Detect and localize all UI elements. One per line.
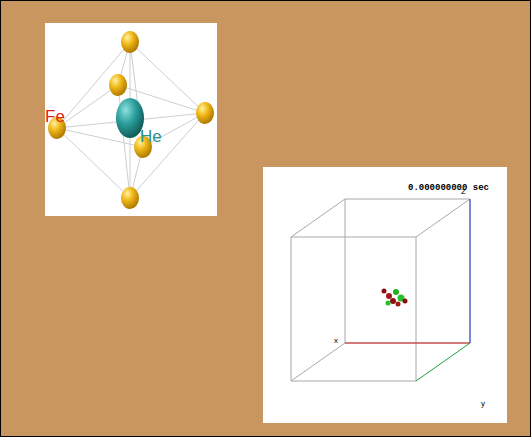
y-axis	[416, 343, 470, 381]
octahedron-edges	[57, 42, 205, 198]
octahedron-panel	[45, 23, 217, 216]
element-label: He	[140, 128, 162, 145]
x-axis	[345, 343, 470, 344]
z-axis	[470, 199, 471, 343]
atom-cluster	[382, 289, 408, 307]
time-readout: 0.000000000 sec	[408, 184, 489, 193]
simulation-panel	[263, 167, 507, 423]
element-label: Fe	[45, 108, 65, 125]
axis-label: Z	[461, 188, 466, 196]
axis-label: x	[334, 337, 338, 345]
axis-label: y	[481, 400, 485, 408]
simulation-box	[291, 199, 470, 381]
fe-atoms	[48, 31, 214, 209]
he-atom	[116, 98, 144, 138]
